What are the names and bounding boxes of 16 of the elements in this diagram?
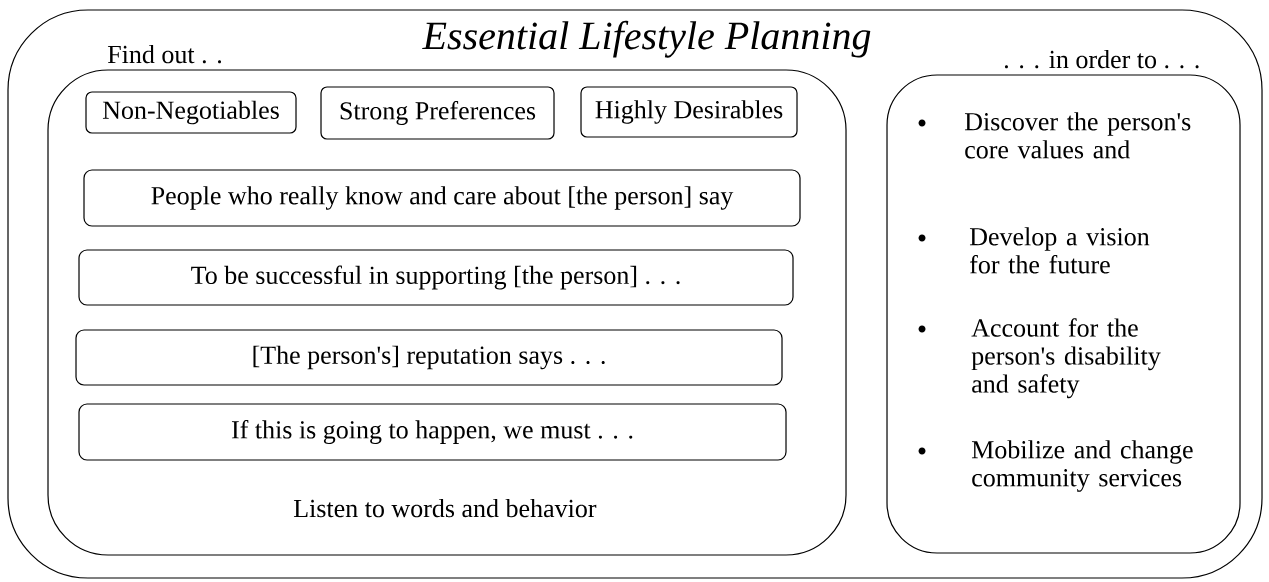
text-box: People who really know and care about [the person] say bbox=[83, 169, 801, 227]
panel-heading: Find out . . bbox=[107, 44, 222, 64]
title: Essential Lifestyle Planning bbox=[422, 20, 871, 58]
bullet-item: Account for the person's disability and safety bbox=[918, 318, 1161, 399]
panel-note: Listen to words and behavior bbox=[293, 498, 597, 518]
text-box: To be successful in supporting [the person] . . . bbox=[78, 249, 794, 306]
bullet-item: Mobilize and change community services bbox=[918, 440, 1193, 492]
text-box: Highly Desirables bbox=[580, 86, 798, 138]
text-box: [The person's] reputation says . . . bbox=[75, 329, 783, 386]
outer-frame bbox=[7, 9, 1263, 579]
bullet-item: Develop a vision for the future bbox=[918, 227, 1150, 274]
panel-heading: . . . in order to . . . bbox=[1004, 49, 1199, 69]
text-box: Strong Preferences bbox=[320, 86, 555, 140]
text-box: Non-Negotiables bbox=[85, 91, 297, 134]
text-box: If this is going to happen, we must . . . bbox=[78, 403, 787, 461]
bullet-item: Discover the person's core values and bbox=[918, 112, 1191, 159]
